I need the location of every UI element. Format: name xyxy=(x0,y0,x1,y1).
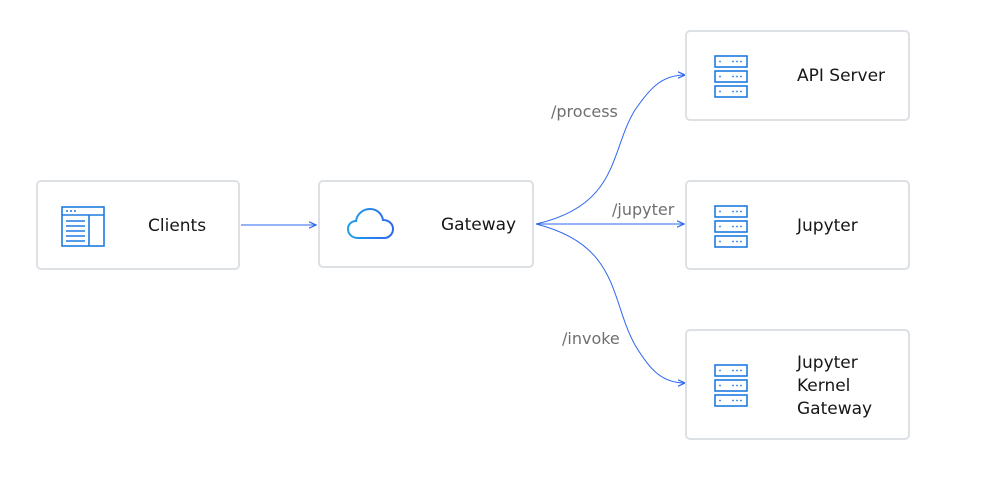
node-jupyter-kernel-gateway[interactable]: Jupyter Kernel Gateway xyxy=(685,329,910,440)
cloud-icon xyxy=(346,207,395,239)
node-label-jupyter-kernel-gateway: Jupyter Kernel Gateway xyxy=(797,352,872,421)
edge-gateway-kernel-gateway xyxy=(535,223,685,383)
node-label-gateway: Gateway xyxy=(441,215,517,235)
node-jupyter[interactable]: Jupyter xyxy=(685,180,910,270)
server-icon xyxy=(714,205,748,248)
edge-label-invoke: /invoke xyxy=(562,329,620,348)
node-label-line: Jupyter xyxy=(797,353,858,373)
node-gateway[interactable]: Gateway xyxy=(318,180,534,268)
server-icon xyxy=(714,55,748,98)
node-label-clients: Clients xyxy=(148,216,207,236)
node-label-line: Kernel xyxy=(797,376,851,396)
edge-gateway-api-server xyxy=(535,75,685,225)
node-label-api-server: API Server xyxy=(797,66,886,86)
browser-window-icon xyxy=(61,206,105,247)
node-label-jupyter: Jupyter xyxy=(797,216,858,236)
node-api-server[interactable]: API Server xyxy=(685,30,910,121)
server-icon xyxy=(714,364,748,407)
node-label-line: Gateway xyxy=(797,399,873,419)
node-clients[interactable]: Clients xyxy=(36,180,240,270)
edge-label-jupyter: /jupyter xyxy=(612,200,675,219)
edge-label-process: /process xyxy=(551,102,618,121)
